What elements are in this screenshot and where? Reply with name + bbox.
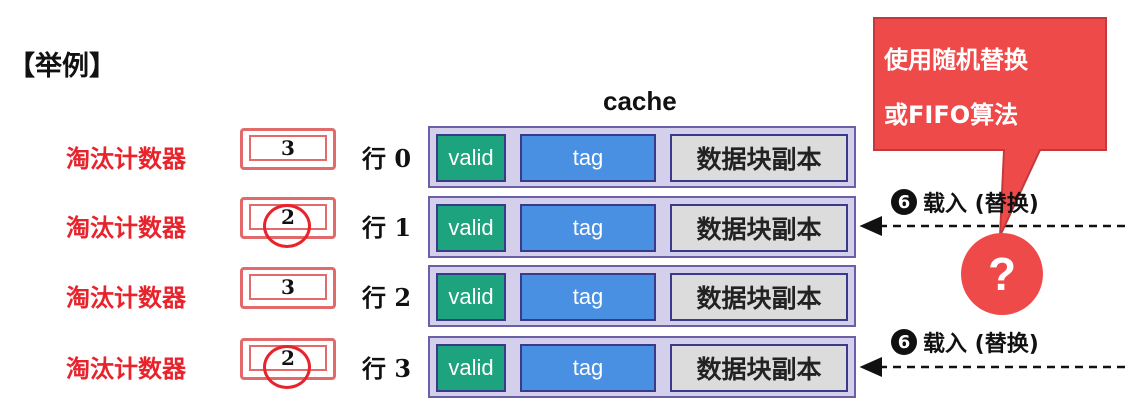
highlight-circle-row-1 — [263, 204, 311, 248]
example-title: 【举例】 — [8, 51, 116, 82]
step-six-badge: 6 — [891, 189, 917, 215]
valid-bit: valid — [436, 273, 506, 321]
load-replace-text: 载入 (替换) — [923, 192, 1039, 217]
line-prefix: 行 — [362, 284, 386, 312]
step-six-badge: 6 — [891, 329, 917, 355]
line-number: 1 — [394, 213, 412, 242]
counter-value-row-2: 3 — [249, 274, 327, 300]
cache-line-1: valid tag 数据块副本 — [428, 196, 856, 258]
data-block-copy: 数据块副本 — [670, 134, 848, 182]
question-mark-icon: ? — [961, 233, 1043, 315]
line-number: 3 — [394, 354, 412, 383]
load-label-upper: 6 载入 (替换) — [891, 186, 1039, 218]
cache-line-3: valid tag 数据块副本 — [428, 336, 856, 398]
counter-box-row-2: 3 — [240, 267, 336, 309]
line-label-row-2: 行 2 — [362, 278, 411, 313]
line-label-row-3: 行 3 — [362, 349, 411, 384]
cache-line-2: valid tag 数据块副本 — [428, 265, 856, 327]
data-block-copy: 数据块副本 — [670, 344, 848, 392]
cache-line-0: valid tag 数据块副本 — [428, 126, 856, 188]
counter-value-row-0: 3 — [249, 135, 327, 161]
tag-field: tag — [520, 344, 656, 392]
line-number: 0 — [394, 144, 412, 173]
line-label-row-1: 行 1 — [362, 208, 411, 243]
tag-field: tag — [520, 204, 656, 252]
line-prefix: 行 — [362, 145, 386, 173]
load-label-lower: 6 载入 (替换) — [891, 326, 1039, 358]
callout-line-1: 使用随机替换 — [884, 46, 1028, 74]
line-prefix: 行 — [362, 355, 386, 383]
data-block-copy: 数据块副本 — [670, 204, 848, 252]
data-block-copy: 数据块副本 — [670, 273, 848, 321]
highlight-circle-row-3 — [263, 345, 311, 389]
line-label-row-0: 行 0 — [362, 139, 411, 174]
counter-label-row-1: 淘汰计数器 — [66, 214, 186, 242]
callout-bubble — [873, 17, 1107, 237]
tag-field: tag — [520, 273, 656, 321]
valid-bit: valid — [436, 344, 506, 392]
line-prefix: 行 — [362, 214, 386, 242]
counter-label-row-0: 淘汰计数器 — [66, 145, 186, 173]
line-number: 2 — [394, 283, 412, 312]
counter-label-row-2: 淘汰计数器 — [66, 284, 186, 312]
valid-bit: valid — [436, 134, 506, 182]
counter-label-row-3: 淘汰计数器 — [66, 355, 186, 383]
tag-field: tag — [520, 134, 656, 182]
valid-bit: valid — [436, 204, 506, 252]
callout-line-2: 或FIFO算法 — [884, 101, 1019, 129]
load-replace-text: 载入 (替换) — [923, 332, 1039, 357]
cache-title: cache — [603, 86, 677, 116]
counter-box-row-0: 3 — [240, 128, 336, 170]
